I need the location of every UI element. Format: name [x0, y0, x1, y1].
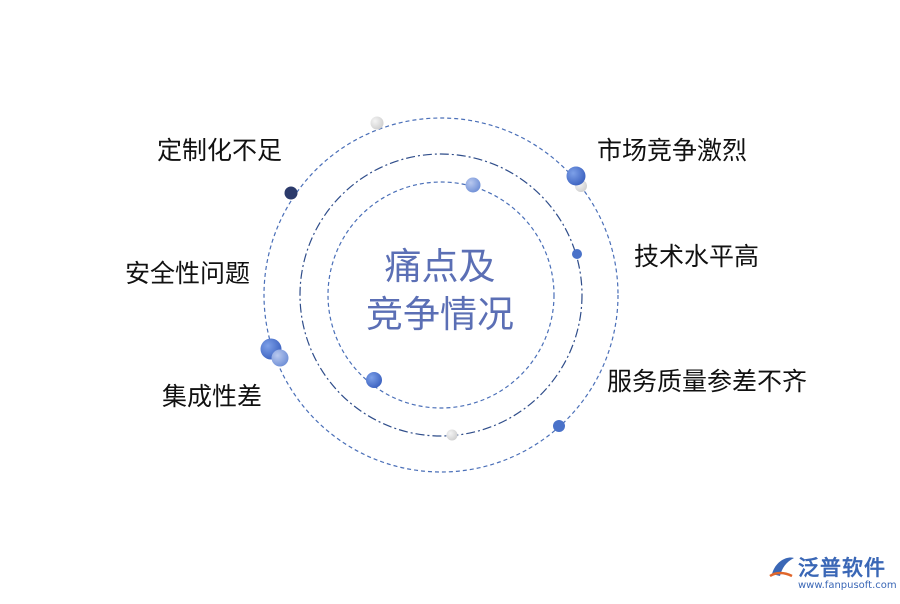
label-integration: 集成性差: [162, 382, 263, 411]
label-tech-level: 技术水平高: [634, 242, 760, 271]
dot-light-inner-top: [465, 177, 481, 193]
center-title-line1: 痛点及: [384, 245, 496, 288]
label-service-quality: 服务质量参差不齐: [607, 367, 808, 396]
dot-navy-left-top: [284, 186, 298, 200]
label-customization: 定制化不足: [157, 136, 283, 165]
dot-blue-inner-bottom: [366, 372, 382, 388]
center-title-line2: 竞争情况: [366, 293, 514, 336]
middle-ring: [299, 153, 583, 437]
dot-light-left: [271, 349, 289, 367]
inner-ring: [327, 181, 555, 409]
center-title: 痛点及 竞争情况: [340, 243, 540, 339]
dot-blue-right-bottom: [553, 420, 565, 432]
brand-url: www.fanpusoft.com: [798, 580, 897, 591]
label-market-competition: 市场竞争激烈: [597, 136, 748, 165]
dot-grey-top: [370, 116, 384, 130]
brand-logo-icon: [769, 557, 794, 578]
brand-name: 泛普软件: [798, 556, 886, 580]
outer-ring: [263, 117, 619, 473]
brand-logo: 泛普软件 www.fanpusoft.com: [768, 552, 897, 596]
dot-blue-right-top: [566, 166, 586, 186]
dot-grey-bottom: [446, 429, 458, 441]
dot-blue-right-small: [572, 249, 582, 259]
label-security: 安全性问题: [125, 259, 251, 288]
